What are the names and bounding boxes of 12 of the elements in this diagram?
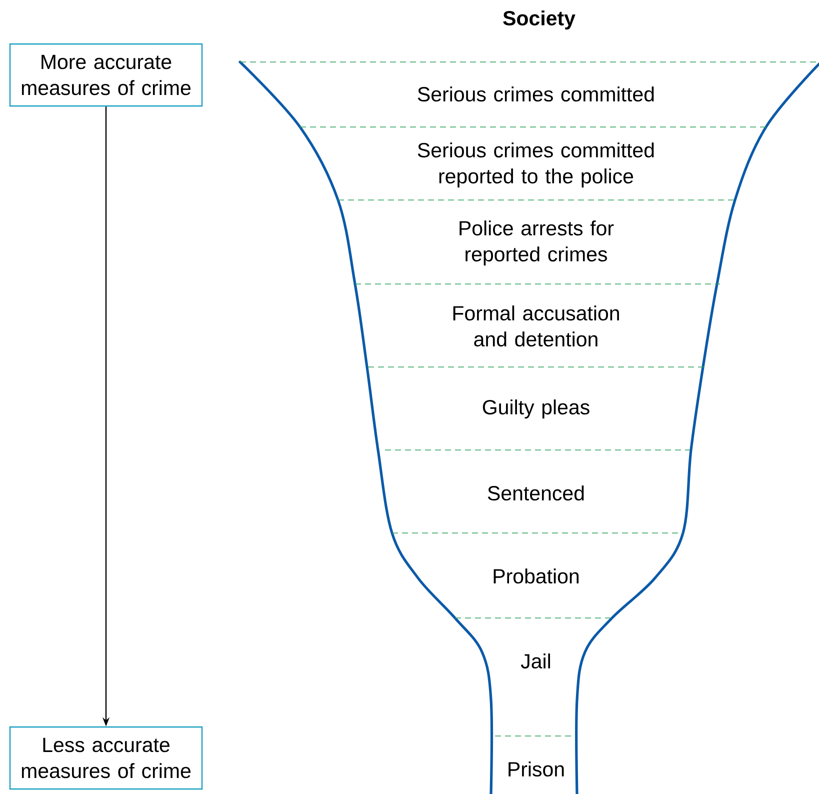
stage-label: Serious crimes committed reported to the police: [418, 142, 654, 188]
stage-label: Police arrests for reported crimes: [460, 220, 614, 266]
stage-label: Formal accusation and detention: [453, 305, 619, 347]
stage-label: Prison: [508, 761, 564, 777]
text-box: More accurate measures of crime: [9, 43, 203, 107]
stage-label: Probation: [494, 568, 579, 584]
stage-label: Sentenced: [488, 485, 584, 501]
stage-label: Serious crimes committed: [418, 86, 654, 102]
stage-label: Guilty pleas: [482, 399, 590, 419]
text-box: Less accurate measures of crime: [9, 726, 203, 790]
stage-label: Jail: [520, 653, 550, 669]
heading: Society: [503, 10, 576, 30]
